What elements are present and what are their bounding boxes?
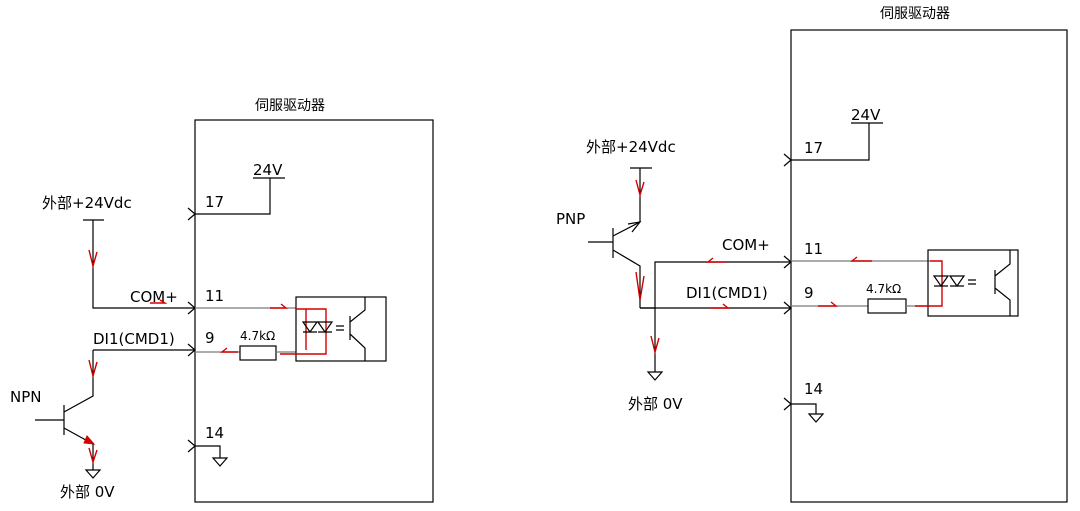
left-pin11-current-mark (270, 303, 288, 309)
left-opto-diodes (301, 321, 344, 334)
right-ext-gnd-label: 外部 0V (628, 395, 683, 413)
right-pin14-ground (791, 403, 825, 423)
left-com-label: COM+ (130, 288, 178, 306)
right-pin11-connector (783, 255, 792, 269)
left-opto-transistor (349, 297, 366, 361)
left-supply-current-mark (88, 249, 98, 269)
right-24v-rail (791, 122, 883, 161)
left-pin9-connector (187, 343, 196, 357)
left-com-current-mark (150, 299, 168, 304)
left-di-label: DI1(CMD1) (93, 330, 175, 348)
left-pin17-connector (187, 207, 196, 221)
left-gnd-current-mark (88, 447, 98, 465)
right-supply-wire (630, 167, 652, 222)
right-pin11-current-mark (850, 256, 872, 262)
right-com-label: COM+ (722, 236, 770, 254)
left-transistor-label: NPN (10, 388, 42, 406)
right-resistor-label: 4.7kΩ (866, 282, 901, 296)
left-driver-box (194, 119, 434, 503)
right-pin14-connector (783, 397, 792, 411)
pnp-emitter-arrow (627, 221, 642, 233)
npn-collector-current-mark (88, 359, 98, 379)
right-resistor (867, 298, 907, 314)
pnp-collector-current-mark (635, 271, 645, 301)
left-pin14-ground (195, 445, 229, 467)
pnp-diagram: 伺服驱动器 24V 17 外部+24Vdc PNP COM+ 11 DI1(CM… (556, 6, 1068, 503)
left-pin9-current-mark (220, 347, 238, 353)
right-driver-box (790, 29, 1068, 503)
right-driver-title: 伺服驱动器 (880, 6, 950, 22)
right-di-current-mark (710, 303, 730, 309)
right-pin9: 9 (804, 284, 814, 302)
right-pin9-current-mark (818, 301, 838, 307)
left-driver-title: 伺服驱动器 (255, 98, 325, 114)
left-pin11: 11 (205, 287, 224, 305)
left-ext-gnd-label: 外部 0V (60, 483, 115, 501)
right-ext-supply-label: 外部+24Vdc (586, 138, 676, 156)
right-gnd-current-mark (650, 335, 660, 355)
right-pin9-connector (783, 301, 792, 315)
right-pin17: 17 (804, 139, 823, 157)
left-24v-rail (195, 177, 285, 215)
left-24v-label: 24V (253, 161, 283, 179)
right-pin14: 14 (804, 380, 823, 398)
left-pin14-connector (187, 439, 196, 453)
npn-emitter-arrow (83, 435, 96, 445)
right-com-current-mark (706, 257, 726, 263)
right-pin17-connector (783, 153, 792, 167)
right-opto-diodes (932, 275, 976, 288)
right-di-label: DI1(CMD1) (686, 284, 768, 302)
left-ext-gnd-symbol (84, 469, 102, 479)
pnp-transistor (588, 221, 641, 308)
right-optocoupler (927, 249, 1019, 317)
right-pin11: 11 (804, 240, 823, 258)
right-ext-gnd-symbol (646, 371, 664, 381)
right-opto-current-path (915, 260, 943, 307)
right-24v-label: 24V (851, 106, 881, 124)
npn-transistor (35, 350, 94, 445)
left-pin14: 14 (205, 424, 224, 442)
left-resistor (239, 345, 277, 361)
right-supply-current-mark (635, 179, 645, 198)
left-pin9: 9 (205, 329, 215, 347)
right-opto-transistor (994, 250, 1011, 316)
left-resistor-label: 4.7kΩ (240, 329, 275, 343)
left-pin17: 17 (205, 193, 224, 211)
left-ext-supply-label: 外部+24Vdc (42, 194, 132, 212)
left-supply-wire (83, 219, 195, 309)
left-optocoupler (295, 296, 387, 362)
npn-diagram: 伺服驱动器 24V 17 外部+24Vdc COM+ 11 DI1(CMD1) … (10, 98, 434, 503)
right-transistor-label: PNP (556, 210, 585, 228)
